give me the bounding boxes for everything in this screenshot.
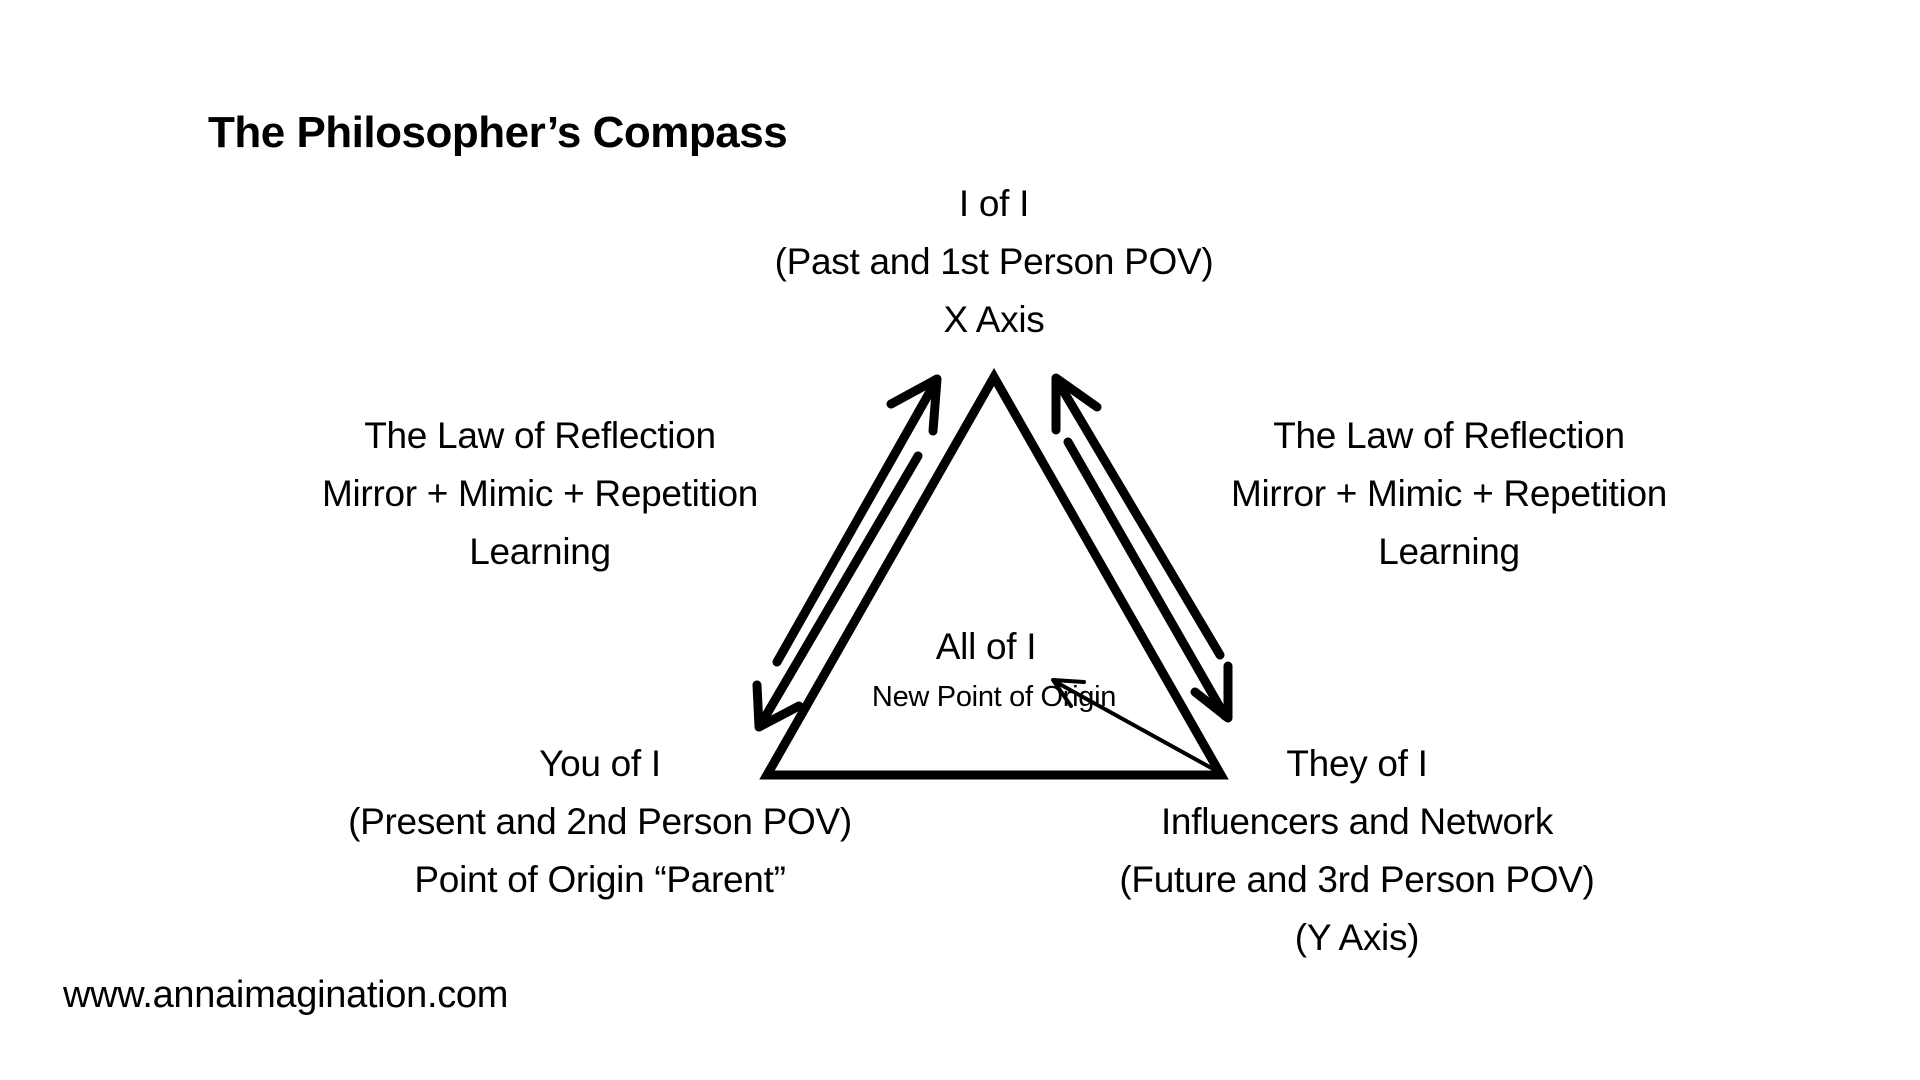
node-you-of-i: You of I (Present and 2nd Person POV) Po… — [348, 735, 852, 909]
node-you-of-i-pov: (Present and 2nd Person POV) — [348, 801, 852, 842]
left-up-arrow-icon — [772, 374, 942, 667]
right-down-arrow-icon — [1063, 437, 1233, 723]
node-they-of-i: They of I Influencers and Network (Futur… — [1119, 735, 1594, 967]
node-you-of-i-name: You of I — [539, 743, 661, 784]
center-new-point-of-origin: New Point of Origin — [871, 681, 1117, 713]
node-i-of-i-axis: X Axis — [943, 299, 1045, 340]
node-they-of-i-name: They of I — [1286, 743, 1428, 784]
center-all-of-i: All of I — [935, 626, 1037, 667]
edge-left-outcome: Learning — [469, 531, 611, 572]
diagram-title: The Philosopher’s Compass — [208, 108, 788, 157]
right-up-arrow-icon — [1051, 373, 1225, 660]
edge-label-right: The Law of Reflection Mirror + Mimic + R… — [1231, 407, 1667, 581]
node-they-of-i-network: Influencers and Network — [1160, 801, 1554, 842]
node-they-of-i-pov: (Future and 3rd Person POV) — [1119, 859, 1595, 900]
node-i-of-i-pov: (Past and 1st Person POV) — [774, 241, 1214, 282]
compass-triangle — [759, 367, 1229, 780]
node-you-of-i-origin: Point of Origin “Parent” — [414, 859, 786, 900]
edge-left-law: The Law of Reflection — [364, 415, 716, 456]
node-i-of-i: I of I (Past and 1st Person POV) X Axis — [775, 175, 1214, 349]
edge-left-formula: Mirror + Mimic + Repetition — [321, 473, 759, 514]
node-they-of-i-axis: (Y Axis) — [1294, 917, 1420, 958]
edge-right-outcome: Learning — [1378, 531, 1520, 572]
edge-right-formula: Mirror + Mimic + Repetition — [1230, 473, 1668, 514]
footer-website-link[interactable]: www.annaimagination.com — [63, 974, 509, 1016]
node-i-of-i-name: I of I — [958, 183, 1030, 224]
edge-right-law: The Law of Reflection — [1273, 415, 1625, 456]
edge-label-left: The Law of Reflection Mirror + Mimic + R… — [322, 407, 758, 581]
